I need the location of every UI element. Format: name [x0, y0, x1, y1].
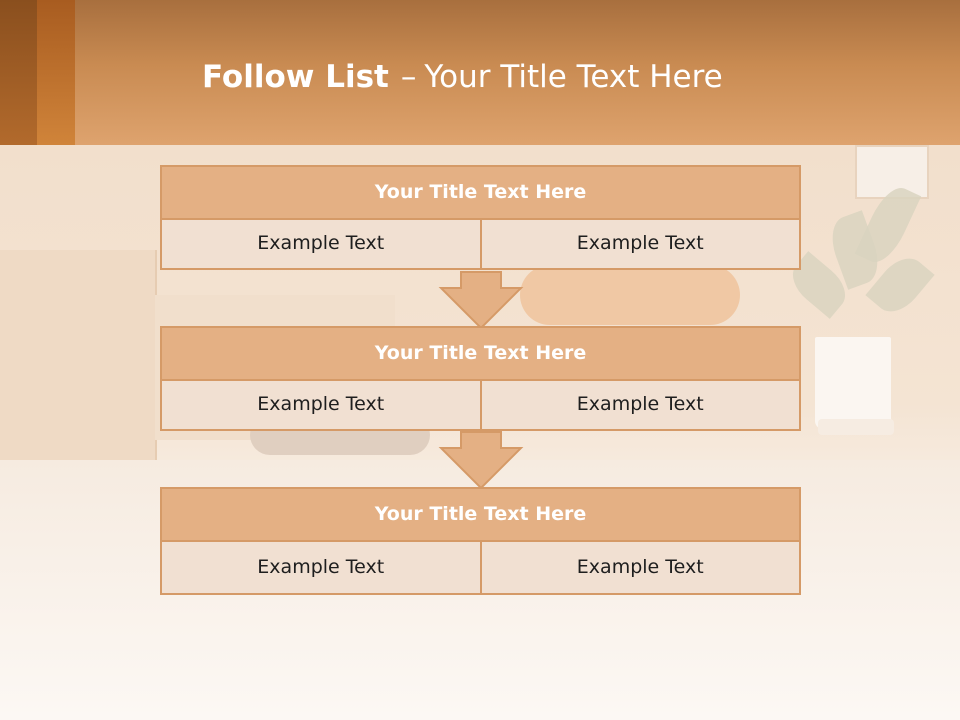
down-arrow-icon	[438, 271, 524, 330]
list-block: Your Title Text Here Example Text Exampl…	[160, 326, 801, 431]
slide-title-separator: –	[400, 59, 417, 95]
list-block-heading: Your Title Text Here	[160, 326, 801, 381]
slide-title-rest: Your Title Text Here	[424, 59, 723, 95]
list-block-cell-right: Example Text	[479, 381, 800, 429]
list-block-cell-right: Example Text	[479, 220, 800, 268]
list-block-row: Example Text Example Text	[160, 220, 801, 270]
list-block-heading: Your Title Text Here	[160, 487, 801, 542]
slide-title-bold: Follow List	[202, 59, 389, 95]
list-block: Your Title Text Here Example Text Exampl…	[160, 165, 801, 270]
title-band	[0, 0, 960, 145]
list-block-cell-left: Example Text	[257, 556, 385, 578]
list-block-cell-left: Example Text	[257, 393, 385, 415]
list-block-heading: Your Title Text Here	[160, 165, 801, 220]
photo-plant-pot	[815, 337, 891, 429]
list-block: Your Title Text Here Example Text Exampl…	[160, 487, 801, 595]
slide-title: Follow List–Your Title Text Here	[202, 55, 723, 99]
down-arrow-icon	[438, 431, 524, 490]
accent-strip	[37, 0, 75, 145]
photo-plant-pot-base	[818, 419, 894, 435]
list-block-row: Example Text Example Text	[160, 381, 801, 431]
list-block-cell-left: Example Text	[257, 232, 385, 254]
accent-strip	[0, 0, 37, 145]
list-block-cell-right: Example Text	[479, 542, 800, 593]
photo-person	[520, 265, 740, 325]
list-block-row: Example Text Example Text	[160, 542, 801, 595]
photo-box	[0, 250, 157, 460]
